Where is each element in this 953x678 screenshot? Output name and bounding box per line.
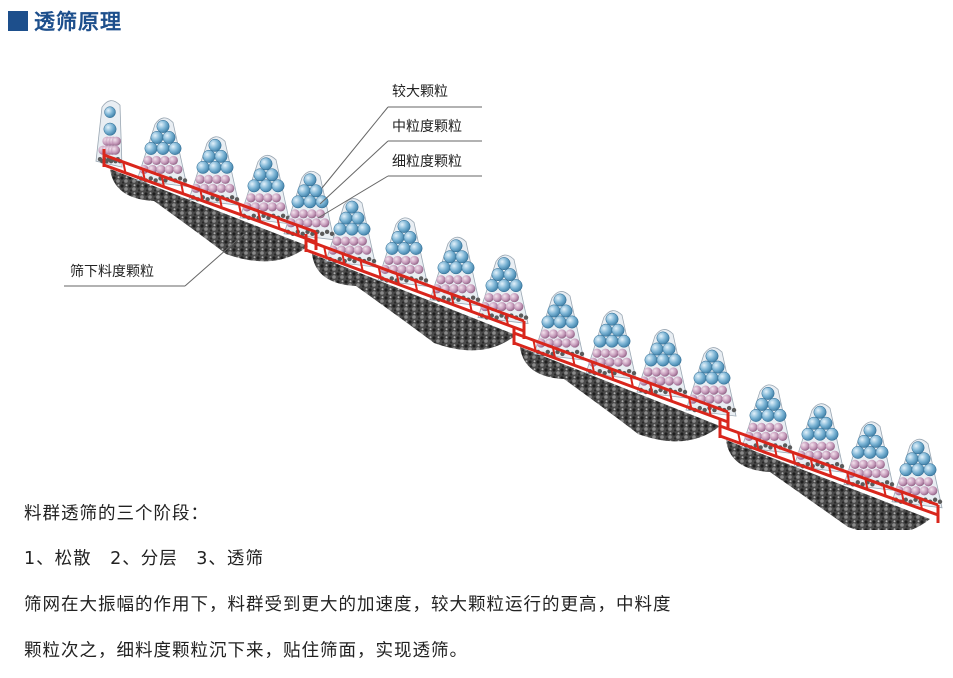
screen-frame — [718, 420, 940, 523]
particle-pile — [136, 117, 188, 187]
particle-pile — [685, 347, 737, 417]
stages-heading: 料群透筛的三个阶段： — [24, 504, 209, 524]
screen-frame — [304, 234, 526, 339]
title-marker-icon — [8, 11, 28, 31]
screen-deck-2 — [304, 198, 529, 351]
undersize-gravel — [726, 440, 930, 530]
section-title: 透筛原理 — [8, 6, 122, 36]
screen-frame — [512, 327, 730, 430]
undersize-gravel — [312, 254, 516, 351]
page-title: 透筛原理 — [34, 10, 122, 34]
particle-pile — [793, 403, 845, 473]
undersize-gravel — [520, 347, 720, 442]
undersize-gravel — [110, 169, 308, 262]
label-large-particles: 较大颗粒 — [392, 84, 448, 100]
particle-pile — [891, 438, 943, 509]
particle-pile — [188, 136, 240, 206]
particle-pile — [429, 236, 481, 307]
label-fine-particles: 细粒度颗粒 — [392, 154, 462, 170]
particle-pile — [741, 384, 793, 454]
screen-deck-3 — [512, 291, 737, 442]
stages-list: 1、松散 2、分层 3、透筛 — [24, 549, 264, 569]
screen-deck-4 — [718, 384, 943, 530]
particle-pile — [585, 310, 637, 380]
screen-frame — [102, 149, 318, 250]
label-medium-particles: 中粒度颗粒 — [392, 119, 462, 135]
screening-diagram: 较大颗粒 中粒度颗粒 细粒度颗粒 筛下料度颗粒 — [64, 84, 943, 530]
screen-deck-1 — [95, 100, 335, 262]
description-line-1: 筛网在大振幅的作用下，料群受到更大的加速度，较大颗粒运行的更高，中料度 — [24, 595, 672, 615]
description-line-2: 颗粒次之，细料度颗粒沉下来，贴住筛面，实现透筛。 — [24, 641, 468, 661]
label-undersize-particles: 筛下料度颗粒 — [70, 264, 154, 280]
particle-pile — [477, 254, 529, 325]
particle-pile — [843, 421, 895, 491]
particle-pile — [533, 291, 585, 361]
